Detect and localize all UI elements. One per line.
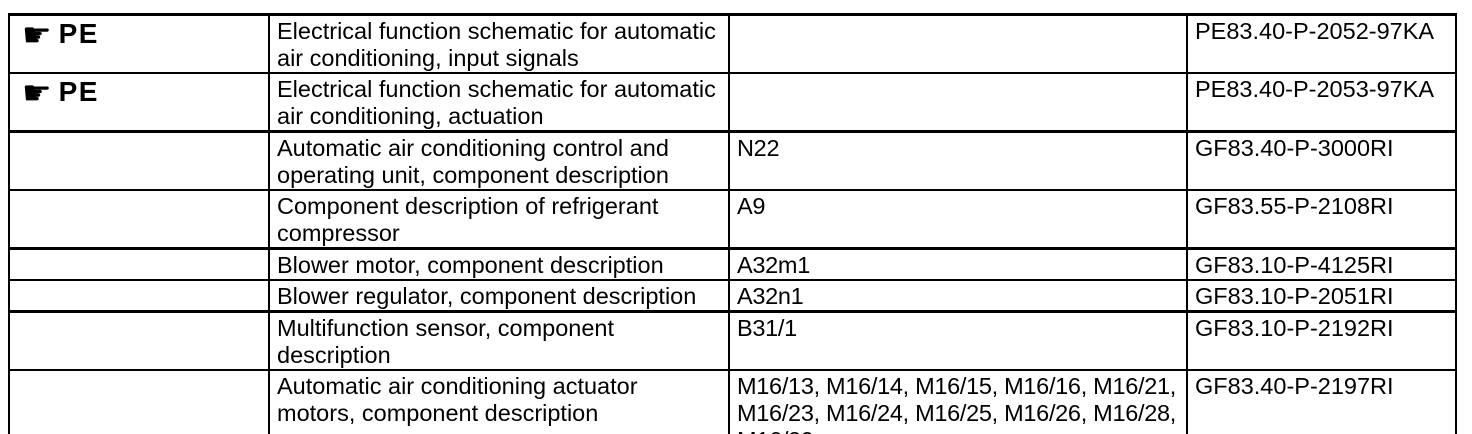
document-number-cell: PE83.40-P-2053-97KA bbox=[1186, 72, 1457, 133]
components-cell bbox=[728, 13, 1188, 74]
table-row: Component description of refrigerant com… bbox=[8, 189, 1457, 250]
table-row: ☛PE Electrical function schematic for au… bbox=[8, 72, 1457, 133]
description-cell: Multifunction sensor, component descript… bbox=[268, 310, 730, 371]
marker-cell bbox=[8, 189, 270, 250]
document-number-cell: GF83.40-P-2197RI bbox=[1186, 369, 1457, 434]
marker-label: PE bbox=[58, 76, 99, 107]
document-number-cell: PE83.40-P-2052-97KA bbox=[1186, 13, 1457, 74]
marker-cell bbox=[8, 369, 270, 434]
table-row: ☛PE Electrical function schematic for au… bbox=[8, 13, 1457, 74]
components-cell: N22 bbox=[728, 130, 1188, 191]
pointing-hand-icon: ☛ bbox=[22, 73, 52, 112]
document-links-table: ☛PE Electrical function schematic for au… bbox=[8, 13, 1457, 434]
pointing-hand-icon: ☛ bbox=[22, 15, 52, 54]
table-row: Blower regulator, component description … bbox=[8, 279, 1457, 313]
components-cell: M16/13, M16/14, M16/15, M16/16, M16/21, … bbox=[728, 369, 1188, 434]
description-cell: Electrical function schematic for automa… bbox=[268, 72, 730, 133]
description-cell: Blower regulator, component description bbox=[268, 279, 730, 313]
description-cell: Component description of refrigerant com… bbox=[268, 189, 730, 250]
table-row: Automatic air conditioning actuator moto… bbox=[8, 369, 1457, 434]
components-cell: A32n1 bbox=[728, 279, 1188, 313]
components-cell: A32m1 bbox=[728, 247, 1188, 281]
document-number-cell: GF83.40-P-3000RI bbox=[1186, 130, 1457, 191]
marker-label: PE bbox=[58, 18, 99, 49]
components-cell: B31/1 bbox=[728, 310, 1188, 371]
marker-cell bbox=[8, 310, 270, 371]
components-cell bbox=[728, 72, 1188, 133]
table-row: Multifunction sensor, component descript… bbox=[8, 310, 1457, 371]
marker-cell[interactable]: ☛PE bbox=[8, 72, 270, 133]
components-cell: A9 bbox=[728, 189, 1188, 250]
description-cell: Automatic air conditioning control and o… bbox=[268, 130, 730, 191]
marker-cell bbox=[8, 279, 270, 313]
table-row: Blower motor, component description A32m… bbox=[8, 247, 1457, 281]
description-cell: Automatic air conditioning actuator moto… bbox=[268, 369, 730, 434]
marker-cell bbox=[8, 130, 270, 191]
document-number-cell: GF83.55-P-2108RI bbox=[1186, 189, 1457, 250]
document-number-cell: GF83.10-P-2192RI bbox=[1186, 310, 1457, 371]
marker-cell[interactable]: ☛PE bbox=[8, 13, 270, 74]
description-cell: Electrical function schematic for automa… bbox=[268, 13, 730, 74]
description-cell: Blower motor, component description bbox=[268, 247, 730, 281]
table-body: ☛PE Electrical function schematic for au… bbox=[8, 13, 1457, 434]
document-number-cell: GF83.10-P-4125RI bbox=[1186, 247, 1457, 281]
document-number-cell: GF83.10-P-2051RI bbox=[1186, 279, 1457, 313]
table-row: Automatic air conditioning control and o… bbox=[8, 130, 1457, 191]
marker-cell bbox=[8, 247, 270, 281]
